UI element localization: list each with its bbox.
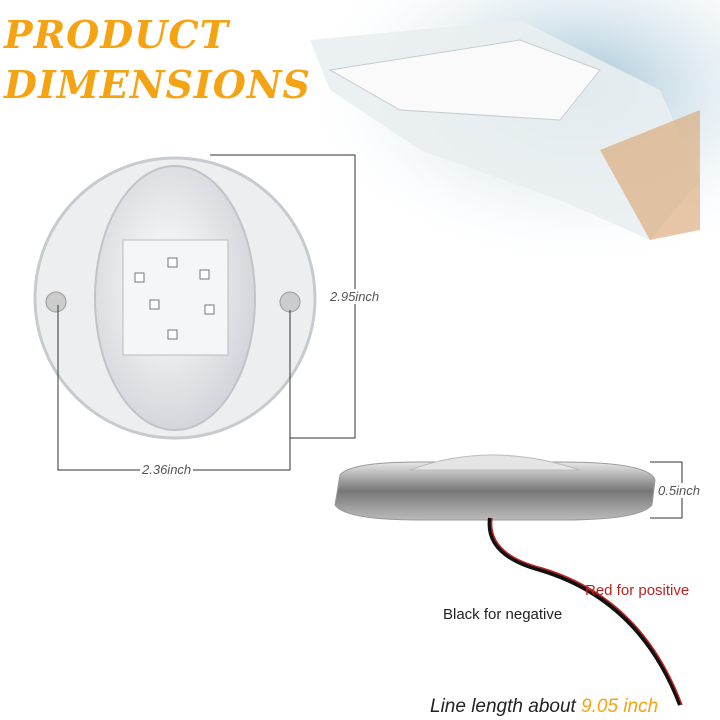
positive-wire-label: Red for positive — [585, 582, 690, 599]
lamp-front-view — [33, 156, 317, 440]
title-line-1: PRODUCT — [4, 12, 229, 57]
line-length-value: 9.05 inch — [581, 696, 659, 717]
negative-wire-label: Black for negative — [443, 606, 563, 623]
width-label: 2.36inch — [140, 462, 194, 477]
lamp-side-view — [334, 454, 656, 521]
wire-cable — [487, 517, 682, 706]
thickness-label: 0.5inch — [656, 483, 702, 498]
height-label: 2.95inch — [328, 289, 382, 304]
line-length-label: Line length about 9.05 inch — [430, 696, 659, 717]
title-line-2: DIMENSIONS — [4, 62, 311, 107]
